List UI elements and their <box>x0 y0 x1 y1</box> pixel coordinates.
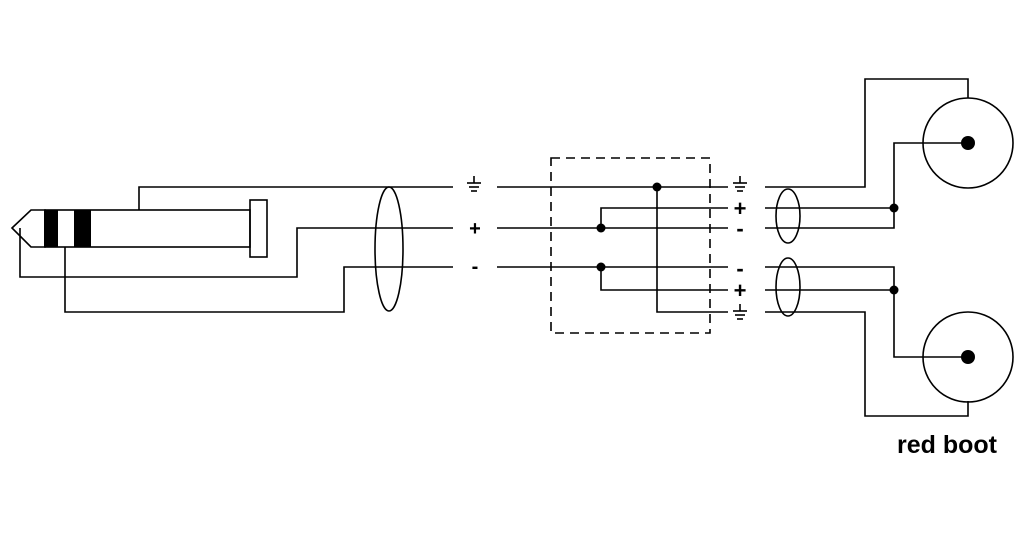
cable-ellipse-a <box>775 188 801 244</box>
wire-plus-to-a-plus <box>600 207 728 228</box>
minus-symbol-a: - <box>736 216 743 241</box>
stereo-jack-plug <box>10 199 268 258</box>
junction-dot <box>889 285 899 295</box>
plus-symbol-a: + <box>734 196 747 221</box>
junction-dot <box>889 203 899 213</box>
junction-dot <box>652 182 662 192</box>
wire-minus-jack <box>64 247 453 313</box>
jack-ring-band-1 <box>44 210 58 247</box>
mid-wires <box>497 182 728 313</box>
left-symbols: + - <box>467 176 481 278</box>
wire-ground-rca-b <box>765 311 969 417</box>
rca-wires <box>765 78 969 417</box>
red-boot-label: red boot <box>897 431 998 459</box>
rca-pin <box>961 136 975 150</box>
wire-minus-rca-b <box>765 266 968 358</box>
ground-icon <box>467 176 481 192</box>
junction-dot <box>596 223 606 233</box>
wire-minus-rca-a <box>765 142 968 229</box>
rca-plug-a <box>922 97 1014 189</box>
junction-box <box>550 157 711 334</box>
minus-symbol-b: - <box>736 256 743 281</box>
jack-collar <box>249 199 268 258</box>
jack-wires <box>19 186 453 313</box>
junction-dot <box>596 262 606 272</box>
jack-tip <box>10 209 46 248</box>
minus-symbol-left: - <box>472 256 479 278</box>
plus-symbol-b: + <box>734 278 747 303</box>
jack-ring-band-2 <box>74 210 91 247</box>
wire-minus-to-b-plus <box>600 267 728 291</box>
plus-symbol-left: + <box>469 218 481 240</box>
ground-icon <box>733 176 747 192</box>
cable-ellipse-b <box>775 257 801 317</box>
wire-plus-jack <box>19 227 453 278</box>
cable-bundle-ellipse <box>374 186 404 312</box>
wire-ground-jack <box>138 186 453 210</box>
ground-icon <box>733 304 747 320</box>
wire-ground-to-b-ground <box>656 187 728 313</box>
rca-pin <box>961 350 975 364</box>
wire-ground-rca-a <box>765 78 969 188</box>
right-symbols: + - - + <box>733 176 747 320</box>
rca-plug-b <box>922 311 1014 403</box>
